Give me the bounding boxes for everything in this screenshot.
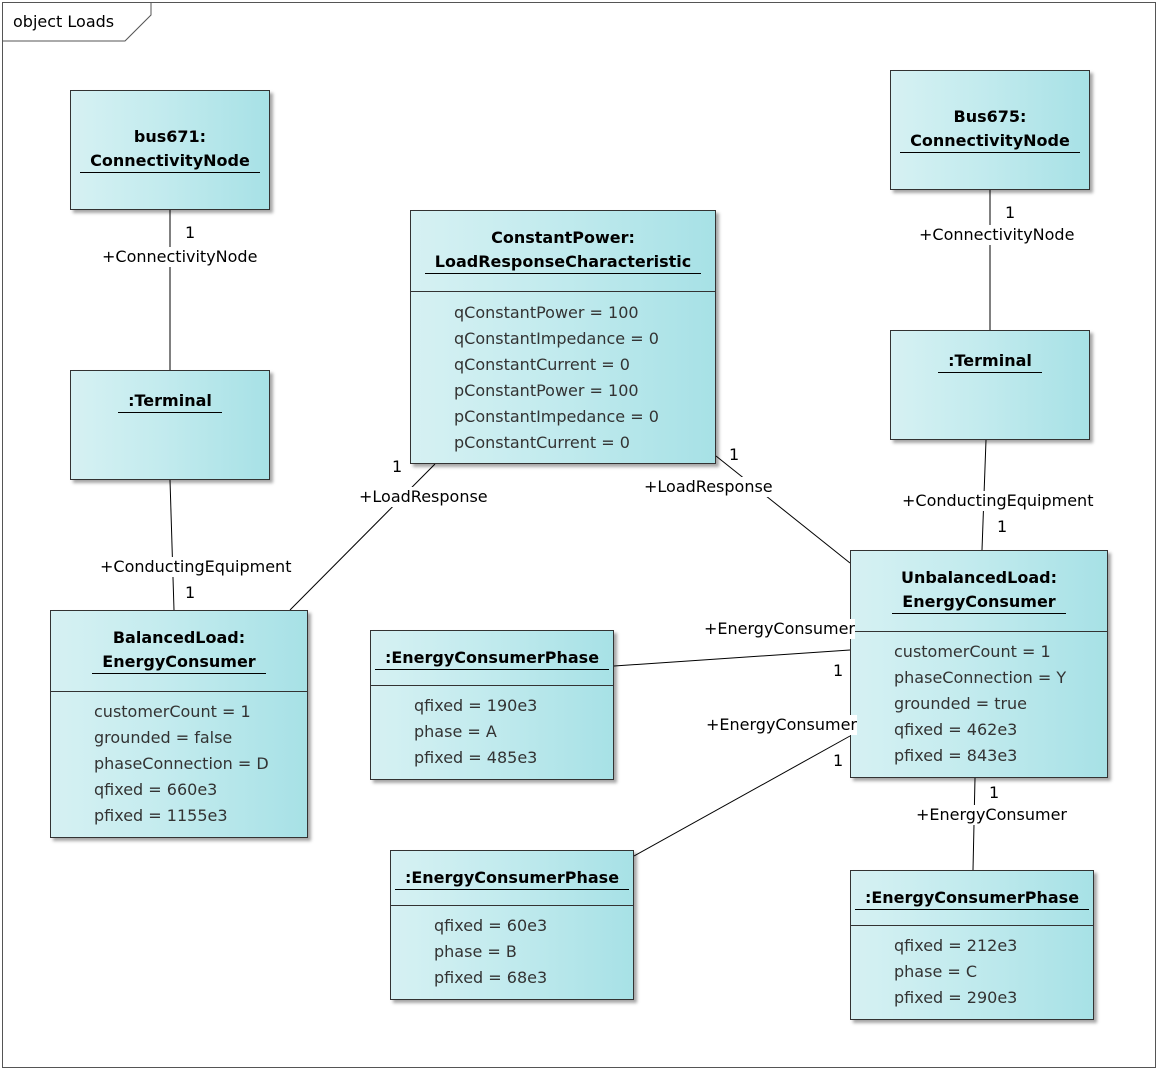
- object-bus675-title: Bus675: ConnectivityNode: [900, 106, 1080, 155]
- attr-phase: phase = B: [434, 942, 517, 961]
- object-phase-c[interactable]: :EnergyConsumerPhase qfixed = 212e3 phas…: [850, 870, 1094, 1020]
- object-constantpower[interactable]: ConstantPower: LoadResponseCharacteristi…: [410, 210, 716, 464]
- attr-pconstantcurrent: pConstantCurrent = 0: [454, 433, 630, 452]
- connector-phasea-unbalancedload[interactable]: [613, 649, 851, 667]
- label-phasec-role: +EnergyConsumer: [916, 805, 1068, 825]
- attr-pfixed: pfixed = 485e3: [414, 748, 538, 767]
- attr-phaseconnection: phaseConnection = Y: [894, 668, 1067, 687]
- connector-terminal-balancedload[interactable]: [169, 479, 175, 611]
- label-loadresponse-right-multiplicity: 1: [729, 445, 740, 464]
- connector-phaseb-unbalancedload[interactable]: [633, 735, 851, 857]
- frame-title: object Loads: [13, 12, 115, 31]
- attr-grounded: grounded = true: [894, 694, 1028, 713]
- attr-pfixed: pfixed = 68e3: [434, 968, 548, 987]
- label-loadresponse-left-multiplicity: 1: [392, 457, 403, 476]
- attr-phaseconnection: phaseConnection = D: [94, 754, 269, 773]
- object-constantpower-title: ConstantPower: LoadResponseCharacteristi…: [424, 227, 702, 276]
- label-phaseb-role: +EnergyConsumer: [706, 715, 858, 735]
- attr-qfixed: qfixed = 212e3: [894, 936, 1018, 955]
- label-terminal-right-multiplicity: 1: [997, 517, 1008, 536]
- label-terminal-left-multiplicity: 1: [185, 583, 196, 602]
- object-terminal-left-title: :Terminal: [118, 390, 222, 413]
- attr-qfixed: qfixed = 190e3: [414, 696, 538, 715]
- object-unbalancedload-title: UnbalancedLoad: EnergyConsumer: [891, 567, 1067, 616]
- object-terminal-left[interactable]: :Terminal: [70, 370, 270, 480]
- attr-pconstantimpedance: pConstantImpedance = 0: [454, 407, 659, 426]
- attr-pfixed: pfixed = 843e3: [894, 746, 1018, 765]
- frame-tab: [3, 3, 152, 42]
- label-bus675-multiplicity: 1: [1005, 203, 1016, 222]
- connector-loadresponse-unbalancedload[interactable]: [715, 455, 851, 564]
- attr-phase: phase = C: [894, 962, 978, 981]
- label-phasea-multiplicity: 1: [833, 661, 844, 680]
- object-bus675[interactable]: Bus675: ConnectivityNode: [890, 70, 1090, 190]
- attr-pfixed: pfixed = 290e3: [894, 988, 1018, 1007]
- attr-phase: phase = A: [414, 722, 497, 741]
- attr-grounded: grounded = false: [94, 728, 233, 747]
- object-phase-c-title: :EnergyConsumerPhase: [854, 887, 1090, 910]
- label-terminal-right-role: +ConductingEquipment: [902, 491, 1094, 511]
- label-bus675-role: +ConnectivityNode: [919, 225, 1075, 245]
- object-terminal-right-title: :Terminal: [938, 350, 1042, 373]
- object-balancedload-title: BalancedLoad: EnergyConsumer: [92, 627, 266, 676]
- attr-qfixed: qfixed = 60e3: [434, 916, 548, 935]
- object-balancedload[interactable]: BalancedLoad: EnergyConsumer customerCou…: [50, 610, 308, 838]
- attr-qfixed: qfixed = 462e3: [894, 720, 1018, 739]
- label-loadresponse-right-role: +LoadResponse: [644, 477, 773, 497]
- object-unbalancedload[interactable]: UnbalancedLoad: EnergyConsumer customerC…: [850, 550, 1108, 778]
- attr-qconstantimpedance: qConstantImpedance = 0: [454, 329, 659, 348]
- label-bus671-role: +ConnectivityNode: [102, 247, 258, 267]
- label-phasec-multiplicity: 1: [989, 783, 1000, 802]
- attr-pconstantpower: pConstantPower = 100: [454, 381, 639, 400]
- object-phase-b-title: :EnergyConsumerPhase: [394, 867, 630, 890]
- object-bus671[interactable]: bus671: ConnectivityNode: [70, 90, 270, 210]
- attr-pfixed: pfixed = 1155e3: [94, 806, 228, 825]
- attr-customercount: customerCount = 1: [94, 702, 251, 721]
- label-loadresponse-left-role: +LoadResponse: [359, 487, 488, 507]
- object-terminal-right[interactable]: :Terminal: [890, 330, 1090, 440]
- attr-qconstantpower: qConstantPower = 100: [454, 303, 639, 322]
- connector-loadresponse-balancedload[interactable]: [289, 463, 436, 611]
- object-phase-a-title: :EnergyConsumerPhase: [374, 647, 610, 670]
- object-phase-b[interactable]: :EnergyConsumerPhase qfixed = 60e3 phase…: [390, 850, 634, 1000]
- attr-customercount: customerCount = 1: [894, 642, 1051, 661]
- attr-qfixed: qfixed = 660e3: [94, 780, 218, 799]
- attr-qconstantcurrent: qConstantCurrent = 0: [454, 355, 630, 374]
- object-phase-a[interactable]: :EnergyConsumerPhase qfixed = 190e3 phas…: [370, 630, 614, 780]
- label-bus671-multiplicity: 1: [185, 223, 196, 242]
- label-terminal-left-role: +ConductingEquipment: [100, 557, 292, 577]
- label-phasea-role: +EnergyConsumer: [704, 619, 856, 639]
- label-phaseb-multiplicity: 1: [833, 751, 844, 770]
- object-bus671-title: bus671: ConnectivityNode: [80, 126, 260, 175]
